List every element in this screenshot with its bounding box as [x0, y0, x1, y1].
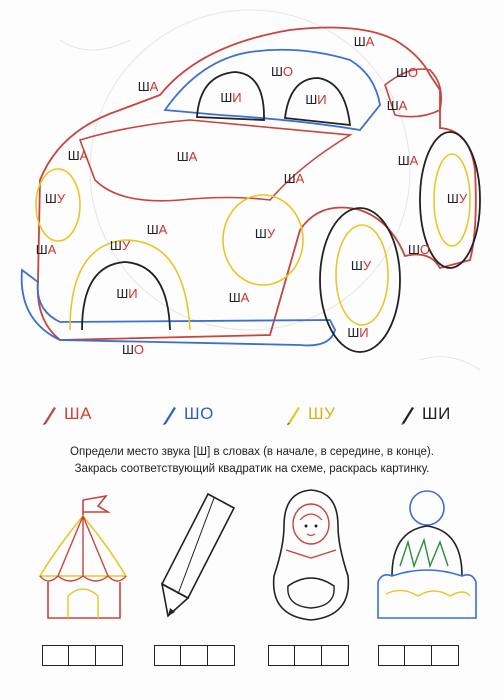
- syllable-sha-rear: ША: [398, 153, 419, 168]
- syllable-shi-wheel-bottom: ШИ: [347, 325, 368, 340]
- rear-wheel-far: [419, 131, 481, 269]
- answer-box-middle[interactable]: [294, 645, 323, 666]
- car-body-outline: [36, 26, 477, 341]
- syllable-sha-hood-left: ША: [138, 79, 159, 94]
- legend-sha: ША: [40, 402, 92, 426]
- syllable-sha-pillar: ША: [387, 98, 408, 113]
- answer-boxes-matryoshka: [268, 645, 349, 666]
- legend-sho-label: ШО: [184, 404, 214, 423]
- syllable-shu-wheel-arch: ШУ: [110, 238, 131, 253]
- rear-wheel-outline: [319, 207, 401, 353]
- tent-icon: [38, 494, 128, 619]
- red-pencil-icon: [43, 407, 56, 425]
- black-pencil-icon: [401, 407, 414, 425]
- matryoshka-icon: [272, 489, 350, 621]
- door-panel-outline: [222, 194, 304, 286]
- answer-box-start[interactable]: [42, 645, 70, 666]
- syllable-shi-window-right: ШИ: [305, 92, 326, 107]
- yellow-pencil-icon: [287, 407, 300, 425]
- answer-box-end[interactable]: [320, 645, 349, 666]
- legend-shi: ШИ: [398, 402, 451, 426]
- syllable-sha-door: ША: [284, 171, 305, 186]
- answer-box-start[interactable]: [378, 645, 406, 666]
- legend-sha-label: ША: [64, 404, 92, 423]
- syllable-labels: ША ШИ ШО ШИ ШО ША ША ША ША ША ША ШУ ШУ ША ШУ ША ШУ ШО ША ШИ…: [36, 34, 468, 357]
- syllable-sha-bumper-mid: ША: [147, 222, 168, 237]
- window-left: [196, 71, 265, 121]
- syllable-sho-roof: ШО: [271, 64, 293, 79]
- car-coloring-picture: ША ШИ ШО ШИ ШО ША ША ША ША ША ША ШУ ШУ ША ШУ ША ШУ ШО ША ШИ…: [20, 9, 481, 371]
- legend-shu-label: ШУ: [308, 404, 336, 423]
- syllable-sha-bumper-left: ША: [36, 242, 57, 257]
- syllable-sha-sill: ША: [229, 290, 250, 305]
- answer-boxes-hat: [378, 645, 459, 666]
- syllable-sha-top: ША: [354, 34, 375, 49]
- answer-box-end[interactable]: [206, 645, 235, 666]
- answer-boxes-tent: [42, 645, 123, 666]
- rear-wheel-far-hub: [433, 153, 471, 247]
- syllable-shi-window-left: ШИ: [220, 90, 241, 105]
- instruction-line-2: Закрась соответствующий квадратик на схе…: [74, 463, 430, 475]
- legend-shu: ШУ: [284, 402, 335, 426]
- hat-icon: [377, 490, 477, 619]
- background-sketch: [59, 9, 481, 371]
- windshield-outline: [163, 48, 381, 131]
- answer-box-middle[interactable]: [404, 645, 433, 666]
- instruction-line-1: Определи место звука [Ш] в словах (в нач…: [70, 446, 434, 458]
- window-right: [283, 77, 352, 127]
- mirror-outline: [384, 68, 443, 118]
- rear-wheel-hub: [335, 224, 389, 326]
- answer-box-end[interactable]: [94, 645, 123, 666]
- syllable-shu-wheel-right: ШУ: [351, 258, 372, 273]
- answer-box-start[interactable]: [268, 645, 296, 666]
- syllable-sho-rear-bumper: ШО: [408, 242, 430, 257]
- bumper-outline: [20, 268, 336, 347]
- hood-outline: [78, 119, 353, 202]
- syllable-shu-rear-hub: ШУ: [447, 191, 468, 206]
- headlight-outline: [35, 168, 81, 242]
- syllable-shi-wheel-left: ШИ: [116, 286, 137, 301]
- syllable-shu-door: ШУ: [255, 226, 276, 241]
- front-wheel-outline: [81, 261, 171, 331]
- answer-box-middle[interactable]: [68, 645, 97, 666]
- syllable-sha-side-left: ША: [68, 148, 89, 163]
- syllable-sha-hood: ША: [177, 149, 198, 164]
- answer-boxes-pencil: [154, 645, 235, 666]
- answer-box-start[interactable]: [154, 645, 182, 666]
- answer-box-end[interactable]: [430, 645, 459, 666]
- syllable-sho-bottom: ШО: [122, 342, 144, 357]
- blue-pencil-icon: [163, 407, 176, 425]
- wheel-arch-outline: [69, 239, 191, 331]
- legend-sho: ШО: [160, 402, 214, 426]
- syllable-sho-mirror: ШО: [396, 65, 418, 80]
- answer-box-middle[interactable]: [180, 645, 209, 666]
- legend-shi-label: ШИ: [422, 404, 451, 423]
- pencil-icon: [160, 492, 236, 618]
- syllable-shu-headlight: ШУ: [45, 191, 66, 206]
